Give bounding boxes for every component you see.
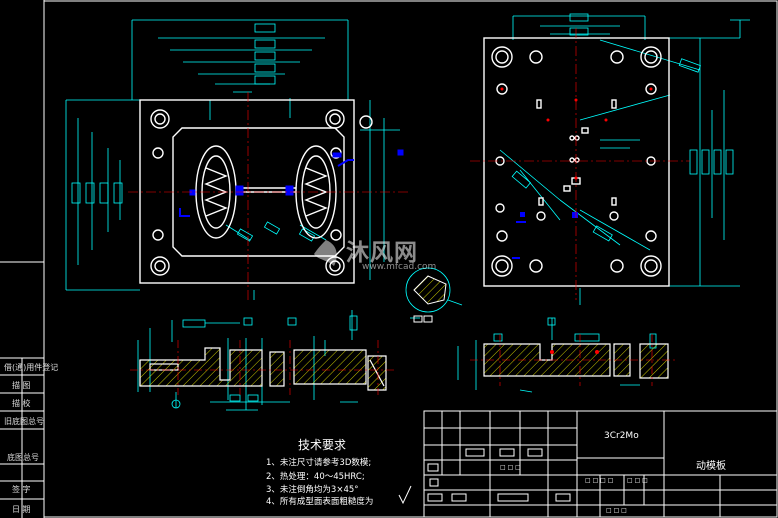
title-block-glyphs: □ □ □ □ □ □ □ □ □ □ □ □ □ bbox=[500, 464, 648, 514]
svg-text:□ □ □ □: □ □ □ □ bbox=[585, 477, 613, 484]
side-label-date: 日 期 bbox=[12, 505, 31, 514]
tech-requirement-1: 1、未注尺寸请参考3D数模; bbox=[266, 458, 372, 468]
side-label-borrowed: 借(通)用件登记 bbox=[4, 363, 59, 372]
title-block-lines bbox=[423, 410, 778, 518]
watermark-emblem-icon bbox=[314, 240, 337, 266]
tech-requirements-title: 技术要求 bbox=[298, 438, 347, 452]
left-section-view bbox=[130, 310, 394, 411]
svg-text:□ □ □: □ □ □ bbox=[606, 507, 627, 514]
side-label-old-base-number: 旧底图总号 bbox=[4, 417, 44, 426]
right-section-view bbox=[457, 317, 678, 393]
side-label-tracing: 描 图 bbox=[12, 381, 31, 390]
side-label-base-number: 底图总号 bbox=[7, 453, 39, 462]
part-name-label: 动模板 bbox=[696, 461, 726, 472]
right-plan-view bbox=[405, 13, 750, 323]
left-plan-view bbox=[65, 19, 410, 300]
side-label-tracing-check: 描 校 bbox=[12, 399, 31, 408]
tech-requirement-4: 4、所有成型面表面粗糙度为 bbox=[266, 497, 374, 507]
roughness-symbol bbox=[398, 485, 412, 505]
svg-text:□ □ □: □ □ □ bbox=[500, 464, 521, 471]
tech-requirement-3: 3、未注倒角均为3×45° bbox=[266, 485, 359, 495]
svg-text:□ □ □: □ □ □ bbox=[627, 477, 648, 484]
watermark-url: www.mfcad.com bbox=[362, 262, 437, 272]
material-label: 3Cr2Mo bbox=[604, 431, 639, 441]
watermark-logo: 沐风网 bbox=[346, 240, 418, 266]
tech-requirement-2: 2、热处理：40～45HRC; bbox=[266, 472, 365, 482]
side-label-signature: 签 字 bbox=[12, 485, 31, 494]
